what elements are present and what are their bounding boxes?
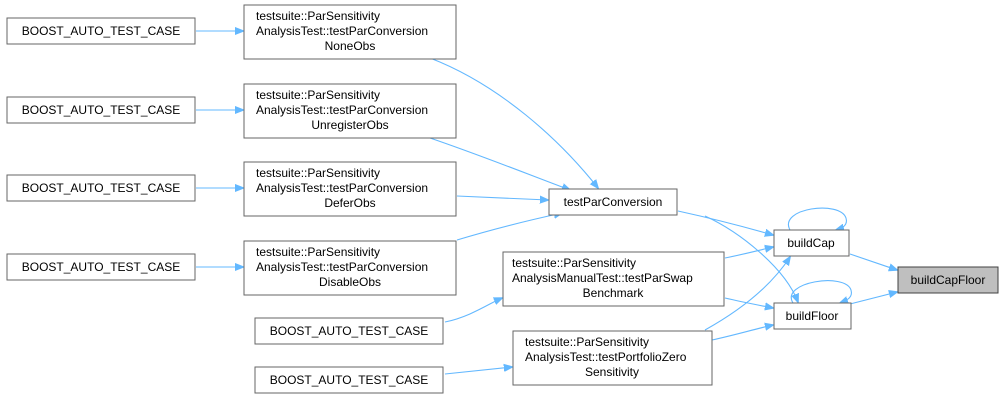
- edge-t4-tpc: [456, 213, 562, 241]
- node-label-line-3: NoneObs: [325, 39, 376, 53]
- node-label-line-3: Benchmark: [583, 286, 645, 300]
- node-label-line-2: AnalysisTest::testParConversion: [256, 103, 428, 117]
- node-label-line-1: testsuite::ParSensitivity: [256, 9, 380, 23]
- node-label: BOOST_AUTO_TEST_CASE: [270, 324, 429, 338]
- node-b4[interactable]: BOOST_AUTO_TEST_CASE: [6, 253, 196, 281]
- node-t1[interactable]: testsuite::ParSensitivity AnalysisTest::…: [243, 4, 457, 60]
- node-m2[interactable]: testsuite::ParSensitivity AnalysisTest::…: [512, 330, 713, 386]
- node-label-line-1: testsuite::ParSensitivity: [256, 166, 380, 180]
- edge-m1-bc: [724, 247, 773, 259]
- node-label: BOOST_AUTO_TEST_CASE: [22, 260, 181, 274]
- node-label: BOOST_AUTO_TEST_CASE: [22, 181, 181, 195]
- node-label: buildCapFloor: [911, 273, 986, 287]
- node-label-line-2: AnalysisTest::testPortfolioZero: [525, 350, 687, 364]
- node-label-line-2: AnalysisTest::testParConversion: [256, 260, 428, 274]
- node-t4[interactable]: testsuite::ParSensitivity AnalysisTest::…: [243, 240, 457, 296]
- node-label-line-2: AnalysisManualTest::testParSwap: [512, 271, 693, 285]
- edge-b5-m1: [444, 298, 502, 323]
- node-label-line-2: AnalysisTest::testParConversion: [256, 181, 428, 195]
- node-label-line-1: testsuite::ParSensitivity: [512, 256, 636, 270]
- node-label-line-1: testsuite::ParSensitivity: [525, 335, 649, 349]
- edge-t2-tpc: [429, 137, 570, 190]
- node-label: buildFloor: [786, 309, 839, 323]
- edge-bf-self: [790, 280, 852, 303]
- node-label-line-3: DisableObs: [319, 275, 381, 289]
- edge-bf-bcf: [849, 292, 897, 305]
- node-label: buildCap: [787, 236, 835, 250]
- edge-m1-bf: [724, 297, 773, 308]
- node-label-line-1: testsuite::ParSensitivity: [256, 88, 380, 102]
- node-label-line-3: DeferObs: [324, 196, 375, 210]
- node-label: BOOST_AUTO_TEST_CASE: [22, 103, 181, 117]
- edge-t3-tpc: [456, 196, 548, 200]
- edge-b6-m2: [444, 367, 512, 375]
- node-bc[interactable]: buildCap: [773, 229, 850, 257]
- node-b3[interactable]: BOOST_AUTO_TEST_CASE: [6, 174, 196, 202]
- node-b6[interactable]: BOOST_AUTO_TEST_CASE: [254, 366, 444, 394]
- edge-tpc-bc: [677, 210, 773, 235]
- edges: [196, 31, 897, 375]
- node-t2[interactable]: testsuite::ParSensitivity AnalysisTest::…: [243, 83, 457, 139]
- edge-m2-bc: [704, 257, 790, 331]
- node-label: testParConversion: [564, 195, 663, 209]
- node-bcf[interactable]: buildCapFloor: [897, 266, 999, 294]
- edge-bc-bcf: [849, 253, 897, 270]
- node-bf[interactable]: buildFloor: [773, 302, 852, 330]
- edge-bc-self: [787, 207, 847, 230]
- node-label: BOOST_AUTO_TEST_CASE: [270, 373, 429, 387]
- node-label-line-3: Sensitivity: [585, 365, 639, 379]
- edge-t1-tpc: [429, 57, 598, 188]
- node-label-line-1: testsuite::ParSensitivity: [256, 245, 380, 259]
- node-b2[interactable]: BOOST_AUTO_TEST_CASE: [6, 96, 196, 124]
- node-t3[interactable]: testsuite::ParSensitivity AnalysisTest::…: [243, 161, 457, 217]
- node-b5[interactable]: BOOST_AUTO_TEST_CASE: [254, 317, 444, 345]
- node-m1[interactable]: testsuite::ParSensitivity AnalysisManual…: [502, 251, 725, 307]
- node-b1[interactable]: BOOST_AUTO_TEST_CASE: [6, 17, 196, 45]
- node-tpc[interactable]: testParConversion: [548, 188, 678, 216]
- node-label: BOOST_AUTO_TEST_CASE: [22, 24, 181, 38]
- node-label-line-2: AnalysisTest::testParConversion: [256, 24, 428, 38]
- edge-m2-bf: [711, 325, 773, 341]
- node-label-line-3: UnregisterObs: [311, 118, 388, 132]
- edge-tpc-bf: [704, 215, 798, 302]
